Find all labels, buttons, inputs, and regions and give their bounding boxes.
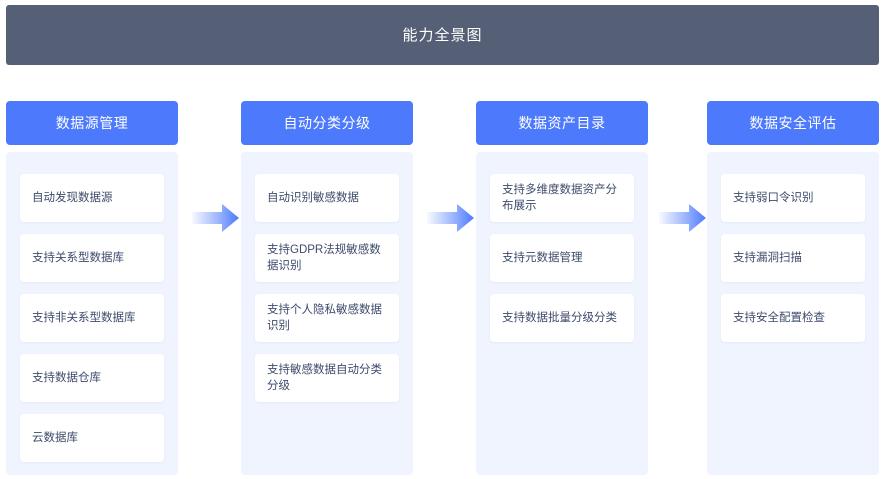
column-header-2[interactable]: 自动分类分级 <box>241 101 413 145</box>
column-panel-1: 自动发现数据源 支持关系型数据库 支持非关系型数据库 支持数据仓库 云数据库 <box>6 152 178 475</box>
column-panel-2: 自动识别敏感数据 支持GDPR法规敏感数据识别 支持个人隐私敏感数据识别 支持敏… <box>241 152 413 475</box>
capability-card-label: 自动发现数据源 <box>32 192 113 204</box>
column-header-label: 自动分类分级 <box>283 115 371 131</box>
arrow-right-icon <box>427 201 475 235</box>
column-header-4[interactable]: 数据安全评估 <box>707 101 879 145</box>
column-header-3[interactable]: 数据资产目录 <box>476 101 648 145</box>
arrow-right-icon <box>192 201 240 235</box>
capability-card-label: 支持数据批量分级分类 <box>502 312 617 324</box>
column-header-1[interactable]: 数据源管理 <box>6 101 178 145</box>
column-header-label: 数据源管理 <box>55 115 129 131</box>
capability-card[interactable]: 支持数据批量分级分类 <box>490 294 634 342</box>
capability-card[interactable]: 支持关系型数据库 <box>20 234 164 282</box>
arrow-right-icon <box>659 201 707 235</box>
capability-card-label: 支持GDPR法规敏感数据识别 <box>267 244 381 272</box>
capability-card-label: 自动识别敏感数据 <box>267 192 359 204</box>
capability-map: 数据源管理 自动发现数据源 支持关系型数据库 支持非关系型数据库 支持数据仓库 … <box>6 101 879 475</box>
capability-card-label: 支持漏洞扫描 <box>733 252 802 264</box>
capability-card[interactable]: 支持数据仓库 <box>20 354 164 402</box>
capability-card-label: 云数据库 <box>32 432 78 444</box>
column-header-label: 数据资产目录 <box>518 115 606 131</box>
capability-card-label: 支持非关系型数据库 <box>32 312 136 324</box>
capability-card-label: 支持弱口令识别 <box>733 192 814 204</box>
capability-column-data-asset-catalog: 数据资产目录 支持多维度数据资产分布展示 支持元数据管理 支持数据批量分级分类 <box>476 101 648 475</box>
capability-card[interactable]: 支持敏感数据自动分类分级 <box>255 354 399 402</box>
capability-card[interactable]: 支持GDPR法规敏感数据识别 <box>255 234 399 282</box>
capability-card[interactable]: 支持安全配置检查 <box>721 294 865 342</box>
capability-card[interactable]: 支持多维度数据资产分布展示 <box>490 174 634 222</box>
capability-card[interactable]: 支持漏洞扫描 <box>721 234 865 282</box>
capability-card-label: 支持关系型数据库 <box>32 252 124 264</box>
capability-card-label: 支持敏感数据自动分类分级 <box>267 364 382 392</box>
capability-card[interactable]: 支持非关系型数据库 <box>20 294 164 342</box>
column-header-label: 数据安全评估 <box>749 115 837 131</box>
capability-card[interactable]: 支持个人隐私敏感数据识别 <box>255 294 399 342</box>
capability-card-label: 支持数据仓库 <box>32 372 101 384</box>
capability-card[interactable]: 支持元数据管理 <box>490 234 634 282</box>
capability-card-label: 支持多维度数据资产分布展示 <box>502 184 617 212</box>
capability-card-label: 支持安全配置检查 <box>733 312 825 324</box>
capability-card[interactable]: 支持弱口令识别 <box>721 174 865 222</box>
capability-column-data-security-assessment: 数据安全评估 支持弱口令识别 支持漏洞扫描 支持安全配置检查 <box>707 101 879 475</box>
capability-card[interactable]: 自动发现数据源 <box>20 174 164 222</box>
capability-column-auto-classification: 自动分类分级 自动识别敏感数据 支持GDPR法规敏感数据识别 支持个人隐私敏感数… <box>241 101 413 475</box>
page-title-banner: 能力全景图 <box>6 5 879 65</box>
capability-card-label: 支持元数据管理 <box>502 252 583 264</box>
column-panel-3: 支持多维度数据资产分布展示 支持元数据管理 支持数据批量分级分类 <box>476 152 648 475</box>
capability-card[interactable]: 云数据库 <box>20 414 164 462</box>
capability-card[interactable]: 自动识别敏感数据 <box>255 174 399 222</box>
page-title: 能力全景图 <box>402 26 483 44</box>
capability-card-label: 支持个人隐私敏感数据识别 <box>267 304 382 332</box>
capability-column-data-source-management: 数据源管理 自动发现数据源 支持关系型数据库 支持非关系型数据库 支持数据仓库 … <box>6 101 178 475</box>
column-panel-4: 支持弱口令识别 支持漏洞扫描 支持安全配置检查 <box>707 152 879 475</box>
